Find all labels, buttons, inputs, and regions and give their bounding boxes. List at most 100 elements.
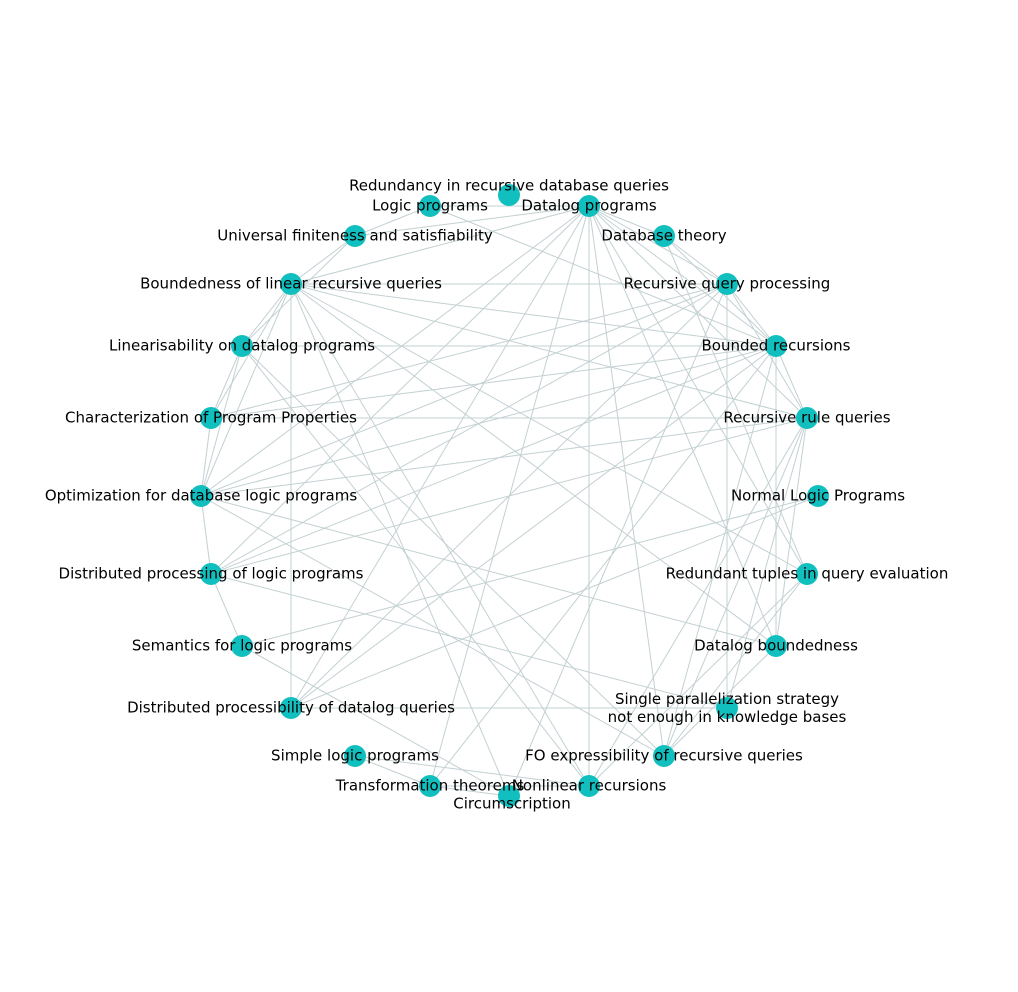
node-label-logic: Logic programs — [372, 197, 488, 215]
edge-datalog-dpdq — [290, 205, 590, 709]
edge-blrq-univ — [290, 235, 356, 285]
node-label-circ: Circumscription — [453, 795, 571, 813]
edge-optim-blrq — [200, 283, 292, 497]
node-label-line: Single parallelization strategy — [615, 690, 839, 708]
node-label-transf: Transformation theorems — [335, 777, 525, 795]
edge-logic-univ — [354, 205, 431, 237]
edge-bounded-transf — [429, 345, 777, 787]
edge-datalog-fo — [588, 205, 665, 757]
edge-nonlinear-simple — [354, 755, 590, 787]
edge-single-dplp — [210, 573, 728, 709]
edge-circ-transf — [429, 785, 510, 797]
edge-nonlinear-blrq — [290, 283, 590, 787]
node-dbound[interactable] — [765, 635, 787, 657]
edge-rqp-charact — [210, 283, 728, 419]
edge-rtqe-blrq — [290, 283, 808, 575]
edge-rrq-single — [726, 417, 808, 709]
edge-datalog-bounded — [588, 205, 777, 347]
edge-rtqe-fo — [663, 573, 808, 757]
edge-dbound-optim — [200, 495, 777, 647]
node-semantics[interactable] — [231, 635, 253, 657]
node-label-semantics: Semantics for logic programs — [132, 637, 352, 655]
edge-dbound-blrq — [290, 283, 777, 647]
node-rrq[interactable] — [796, 407, 818, 429]
node-nlp[interactable] — [807, 485, 829, 507]
edge-dbtheory-rtqe — [663, 235, 808, 575]
node-bounded[interactable] — [765, 335, 787, 357]
node-univ[interactable] — [344, 225, 366, 247]
edge-logic-bounded — [429, 205, 777, 347]
edge-circ-blrq — [290, 283, 510, 797]
node-label-dbtheory: Database theory — [601, 227, 726, 245]
node-label-rrq: Recursive rule queries — [723, 409, 890, 427]
node-label-line: not enough in knowledge bases — [608, 708, 847, 726]
edge-fo-linear — [241, 345, 665, 757]
node-label-blrq: Boundedness of linear recursive queries — [140, 275, 442, 293]
node-fo[interactable] — [653, 745, 675, 767]
edge-datalog-dbound — [588, 205, 777, 647]
edge-transf-simple — [354, 755, 431, 787]
edge-rrq-dplp — [210, 417, 808, 575]
node-circ[interactable] — [498, 785, 520, 807]
edge-charact-linear — [210, 345, 243, 419]
node-label-datalog: Datalog programs — [521, 197, 656, 215]
edge-layer — [200, 205, 819, 797]
edge-bounded-blrq — [290, 283, 777, 347]
node-simple[interactable] — [344, 745, 366, 767]
node-blrq[interactable] — [280, 273, 302, 295]
node-label-fo: FO expressibility of recursive queries — [525, 747, 803, 765]
node-rqp[interactable] — [716, 273, 738, 295]
edge-fo-optim — [200, 495, 665, 757]
edge-circ-semantics — [241, 645, 510, 797]
edge-rrq-dbound — [775, 417, 808, 647]
node-dplp[interactable] — [200, 563, 222, 585]
edge-bounded-rrq — [775, 345, 808, 419]
node-label-charact: Characterization of Program Properties — [65, 409, 357, 427]
node-charact[interactable] — [200, 407, 222, 429]
node-transf[interactable] — [419, 775, 441, 797]
node-label-optim: Optimization for database logic programs — [45, 487, 358, 505]
edge-dplp-semantics — [210, 573, 243, 647]
edge-linear-blrq — [241, 283, 292, 347]
label-layer: Redundancy in recursive database queries… — [45, 177, 949, 813]
edge-nonlinear-linear — [241, 345, 590, 787]
node-label-rtqe: Redundant tuples in query evaluation — [666, 565, 949, 583]
edge-rqp-bounded — [726, 283, 777, 347]
node-optim[interactable] — [190, 485, 212, 507]
node-logic[interactable] — [419, 195, 441, 217]
node-label-simple: Simple logic programs — [271, 747, 439, 765]
node-dbtheory[interactable] — [653, 225, 675, 247]
edge-nlp-dpdq — [290, 495, 819, 709]
node-label-redundancy: Redundancy in recursive database queries — [349, 177, 669, 195]
node-label-bounded: Bounded recursions — [702, 337, 851, 355]
edge-bounded-fo — [663, 345, 777, 757]
edge-dbtheory-rqp — [663, 235, 728, 285]
edge-bounded-dplp — [210, 345, 777, 575]
edge-datalog-optim — [200, 205, 590, 497]
node-label-dbound: Datalog boundedness — [694, 637, 858, 655]
edge-bounded-dpdq — [290, 345, 777, 709]
edge-datalog-dbtheory — [588, 205, 665, 237]
node-single[interactable] — [716, 697, 738, 719]
node-label-linear: Linearisability on datalog programs — [109, 337, 375, 355]
edge-datalog-dplp — [210, 205, 590, 575]
node-nonlinear[interactable] — [578, 775, 600, 797]
edge-rqp-optim — [200, 283, 728, 497]
edge-rqp-dplp — [210, 283, 728, 575]
node-rtqe[interactable] — [796, 563, 818, 585]
edge-bounded-optim — [200, 345, 777, 497]
node-redundancy[interactable] — [498, 184, 520, 206]
edge-rrq-optim — [200, 417, 808, 497]
edge-rqp-circ — [508, 283, 728, 797]
node-label-nlp: Normal Logic Programs — [731, 487, 905, 505]
edge-rrq-blrq — [290, 283, 808, 419]
node-linear[interactable] — [231, 335, 253, 357]
edge-nlp-semantics — [241, 495, 819, 647]
node-label-rqp: Recursive query processing — [624, 275, 831, 293]
node-datalog[interactable] — [578, 195, 600, 217]
edge-optim-charact — [200, 417, 212, 497]
node-layer — [190, 184, 829, 807]
node-dpdq[interactable] — [280, 697, 302, 719]
